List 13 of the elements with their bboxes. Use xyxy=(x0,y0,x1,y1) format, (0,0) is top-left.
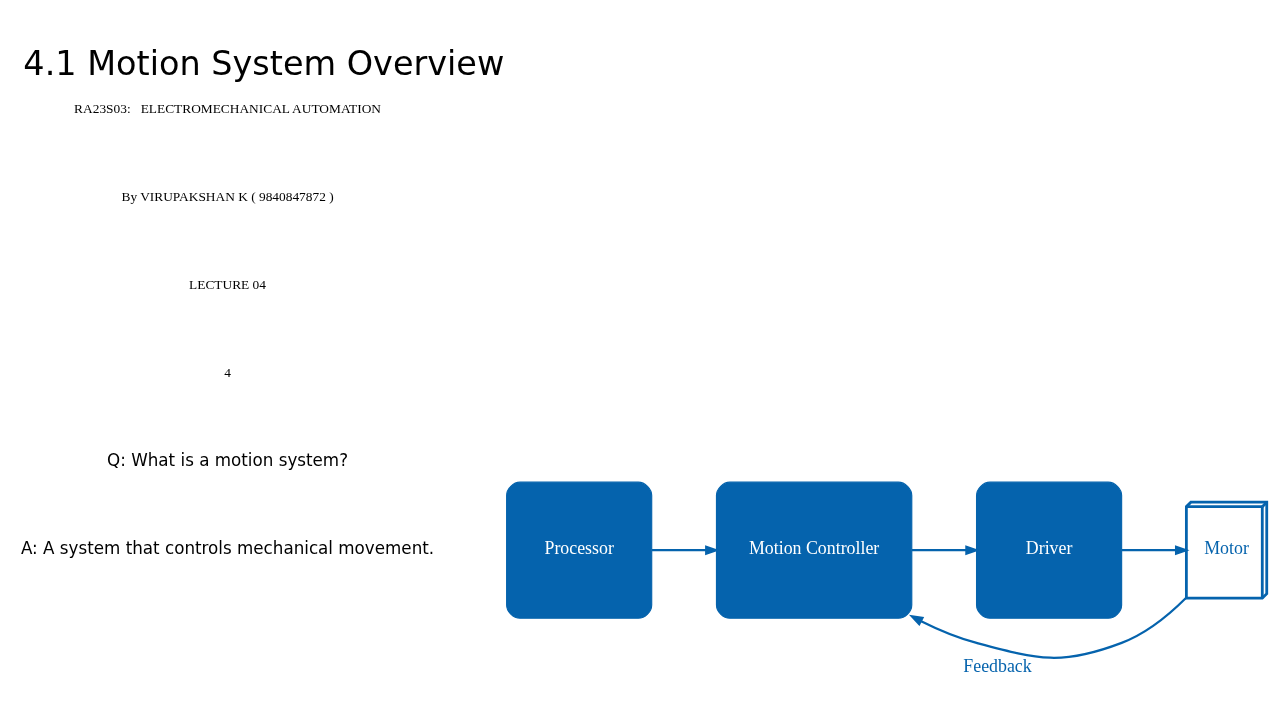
label: RA23S03: ELECTROMECHANICAL AUTOMATION xyxy=(74,100,382,116)
node-box: Motion Controller xyxy=(715,481,913,619)
label: 4 xyxy=(224,364,231,380)
label: LECTURE 04 xyxy=(189,276,267,292)
edge-label: Feedback xyxy=(963,655,1032,676)
arrow xyxy=(908,596,1187,659)
node-box: Processor xyxy=(506,481,653,619)
arrow xyxy=(1122,544,1190,555)
label: By VIRUPAKSHAN K ( 9840847872 ) xyxy=(121,188,334,204)
node-box: Driver xyxy=(976,481,1123,619)
label: Q: What is a motion system? xyxy=(107,449,349,470)
label: A: A system that controls mechanical movement. xyxy=(20,537,435,558)
diagram-title: 4.1 Motion System Overview xyxy=(23,43,505,83)
